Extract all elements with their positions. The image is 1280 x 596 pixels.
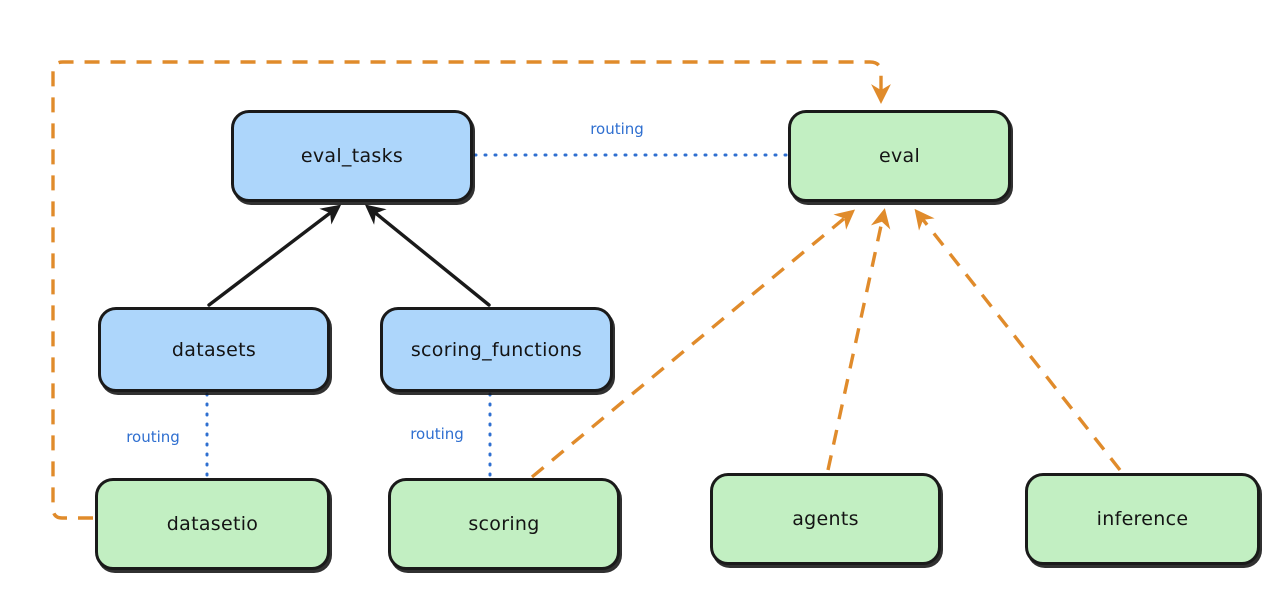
node-agents[interactable]: agents bbox=[710, 473, 941, 565]
node-eval[interactable]: eval bbox=[788, 110, 1011, 202]
edge-scoring-functions-to-eval-tasks bbox=[364, 204, 491, 307]
edge-inference-to-eval bbox=[914, 208, 1122, 472]
node-scoring[interactable]: scoring bbox=[388, 478, 620, 570]
node-label: eval_tasks bbox=[300, 145, 404, 167]
node-label: scoring bbox=[468, 513, 540, 535]
edge-label-routing-datasets-datasetio: routing bbox=[126, 428, 180, 446]
edge-datasets-to-eval-tasks bbox=[207, 204, 342, 307]
node-scoring-functions[interactable]: scoring_functions bbox=[380, 307, 613, 392]
node-label: datasetio bbox=[166, 513, 259, 535]
edge-agents-to-eval bbox=[826, 208, 891, 471]
node-datasetio[interactable]: datasetio bbox=[95, 478, 330, 570]
dependency-edges bbox=[51, 60, 1122, 520]
node-inference[interactable]: inference bbox=[1025, 473, 1260, 565]
routing-edges bbox=[205, 153, 788, 479]
node-datasets[interactable]: datasets bbox=[98, 307, 330, 392]
node-label: eval bbox=[878, 145, 921, 167]
node-eval-tasks[interactable]: eval_tasks bbox=[231, 110, 473, 202]
edge-label-routing-eval-tasks-eval: routing bbox=[590, 120, 644, 138]
node-label: scoring_functions bbox=[410, 338, 583, 361]
node-label: inference bbox=[1096, 508, 1189, 530]
node-label: datasets bbox=[171, 338, 257, 361]
inheritance-edges bbox=[207, 204, 491, 307]
edge-label-routing-scoring-functions-scoring: routing bbox=[410, 425, 464, 443]
edge-scoring-to-eval bbox=[530, 209, 856, 479]
node-label: agents bbox=[792, 508, 859, 530]
edge-datasetio-to-eval bbox=[51, 60, 891, 520]
